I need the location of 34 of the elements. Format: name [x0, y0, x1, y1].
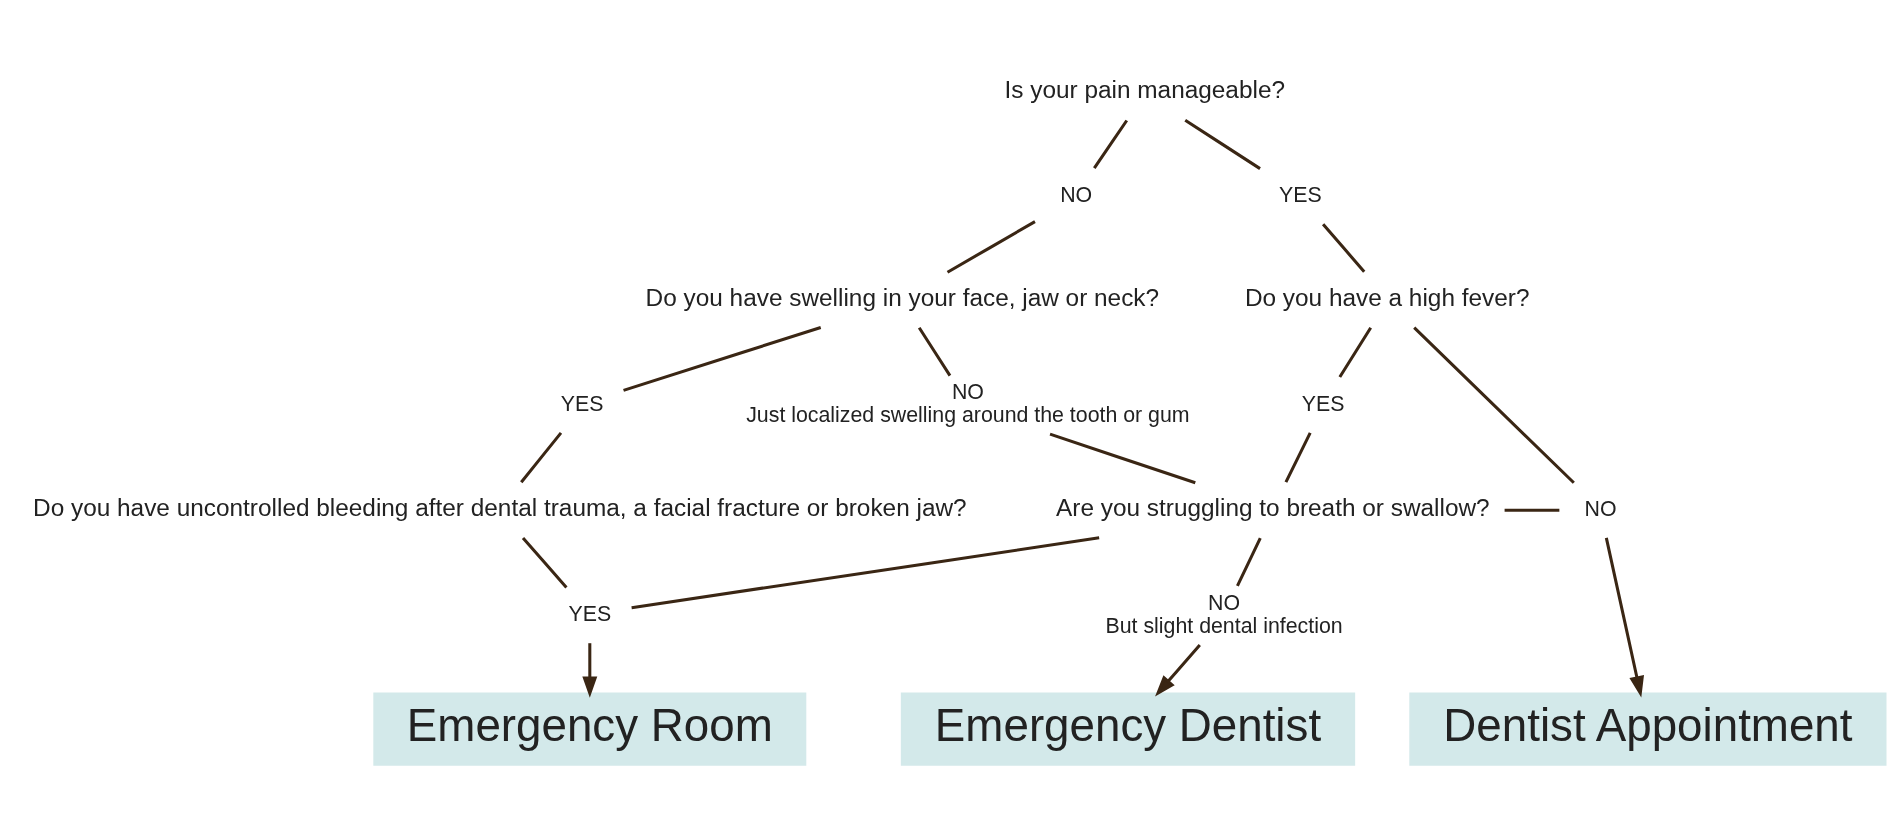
- connector: [1284, 432, 1312, 483]
- connector: [521, 537, 568, 589]
- connector: [631, 536, 1100, 610]
- connector: [623, 326, 822, 392]
- node-box: Dentist Appointment: [1409, 692, 1887, 766]
- arrow: [582, 643, 598, 698]
- node-text: NO But slight dental infection: [1105, 590, 1343, 638]
- node-text: Do you have swelling in your face, jaw or neck?: [645, 283, 1160, 311]
- node-text: NO: [1584, 496, 1617, 521]
- node-box: Emergency Dentist: [900, 692, 1356, 766]
- connector: [520, 431, 563, 484]
- node-text: NO: [1060, 182, 1093, 207]
- connector: [1236, 537, 1262, 587]
- node-text: Is your pain manageable?: [1004, 76, 1286, 104]
- connector: [946, 220, 1036, 274]
- connector: [1049, 432, 1196, 485]
- arrow: [1604, 537, 1645, 698]
- node-text: YES: [1278, 182, 1322, 207]
- connector: [1338, 326, 1372, 378]
- node-text: YES: [568, 602, 612, 627]
- connector: [1184, 118, 1261, 170]
- arrow: [1155, 643, 1201, 697]
- connector: [1413, 326, 1575, 484]
- connector: [1321, 223, 1366, 273]
- node-text: NO Just localized swelling around the tooth or gum: [746, 380, 1190, 428]
- node-text: Do you have a high fever?: [1244, 283, 1530, 311]
- node-text: Are you struggling to breath or swallow?: [1056, 494, 1490, 522]
- node-box: Emergency Room: [373, 692, 807, 766]
- connector: [1504, 508, 1560, 512]
- connector: [1093, 119, 1128, 169]
- node-text: YES: [560, 391, 604, 416]
- node-text: Do you have uncontrolled bleeding after dental trauma, a facial fracture or broken jaw?: [33, 494, 967, 522]
- node-text: YES: [1301, 391, 1345, 416]
- connector: [917, 326, 952, 377]
